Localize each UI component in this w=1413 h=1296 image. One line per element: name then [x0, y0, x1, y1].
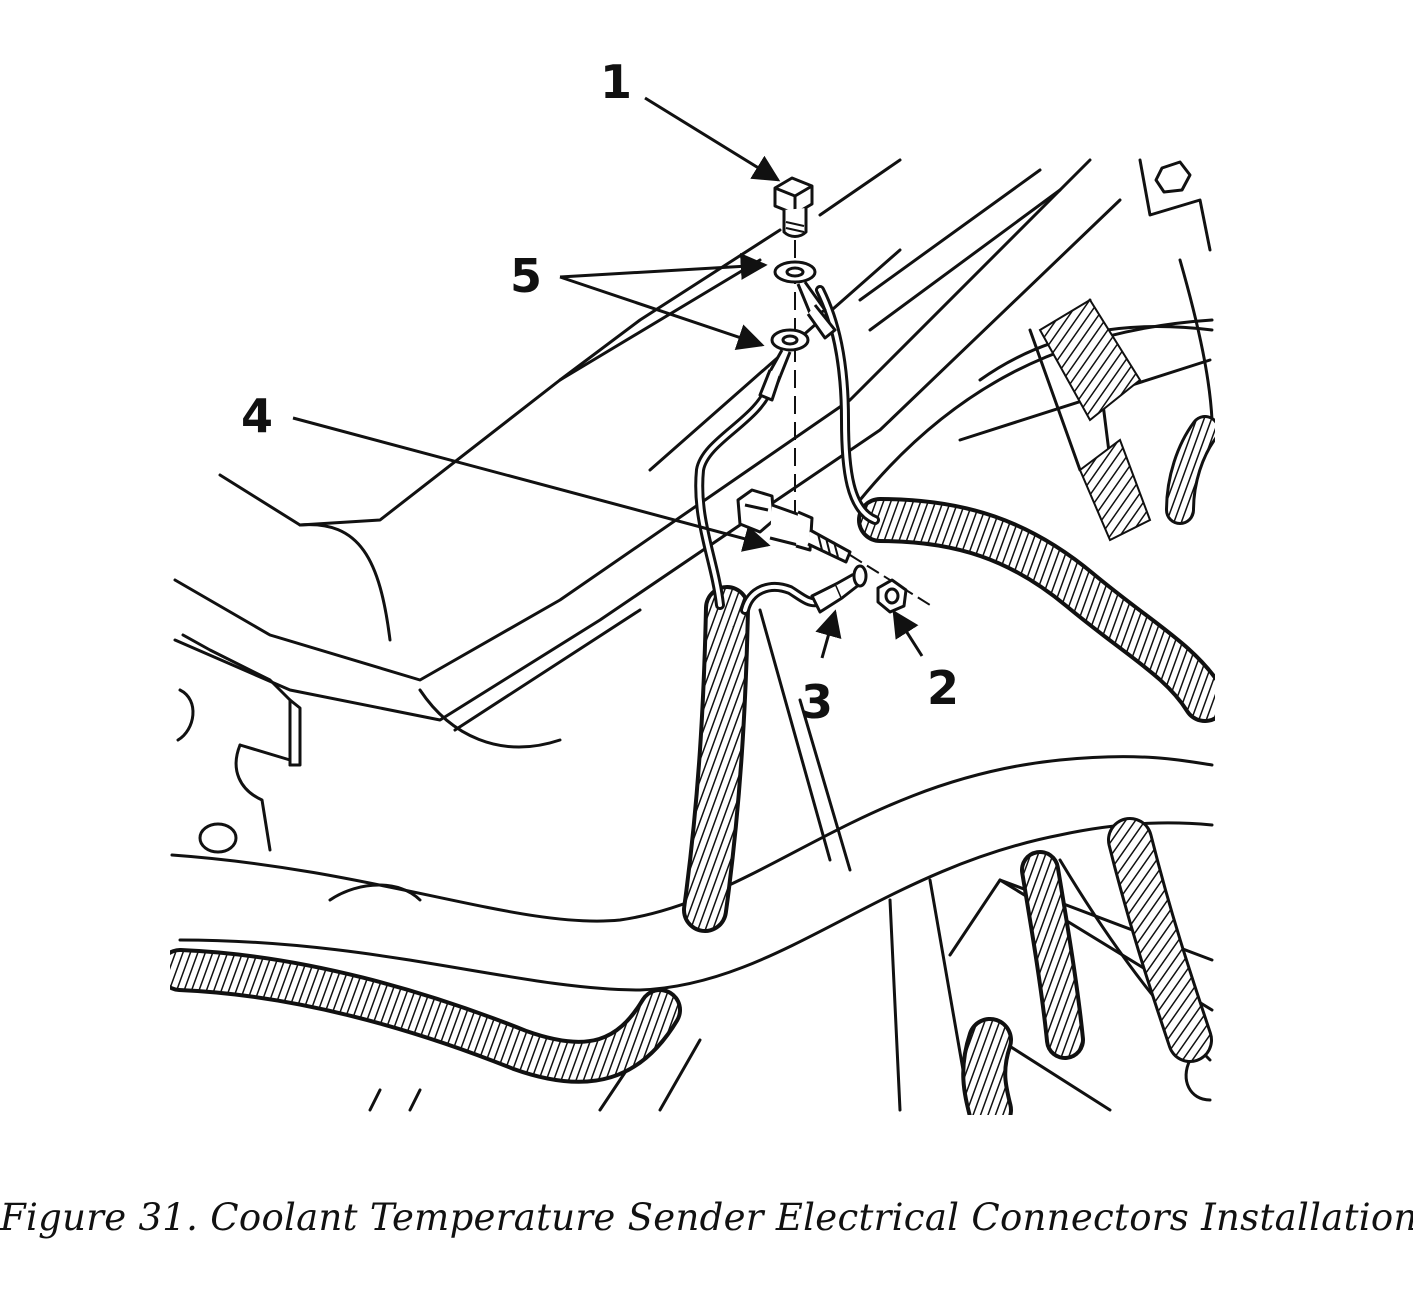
leader-5a	[559, 252, 768, 280]
callout-5: 5	[510, 249, 542, 303]
callout-3: 3	[801, 675, 833, 729]
bolt-item-1	[773, 176, 814, 238]
sender-wires	[694, 285, 880, 615]
ring-terminal-lower	[758, 328, 810, 402]
callout-1: 1	[600, 55, 632, 109]
leader-5b	[559, 275, 765, 351]
leader-4	[292, 416, 771, 552]
callout-2: 2	[927, 661, 959, 715]
leader-3	[815, 609, 842, 659]
callout-4: 4	[241, 389, 273, 443]
fan-shroud-hatching	[1038, 298, 1152, 542]
leader-2	[892, 609, 924, 657]
coolant-temperature-sender	[736, 488, 931, 606]
nut-item-2	[876, 578, 908, 614]
figure-caption: Figure 31. Coolant Temperature Sender El…	[0, 1196, 1413, 1239]
ring-terminal-upper	[773, 260, 837, 340]
leader-1	[644, 96, 781, 182]
hardware-parts	[736, 176, 931, 614]
wiring-harness-conduits	[170, 415, 1215, 1115]
callout-leaders	[292, 96, 924, 659]
connector-item-3	[810, 564, 868, 614]
